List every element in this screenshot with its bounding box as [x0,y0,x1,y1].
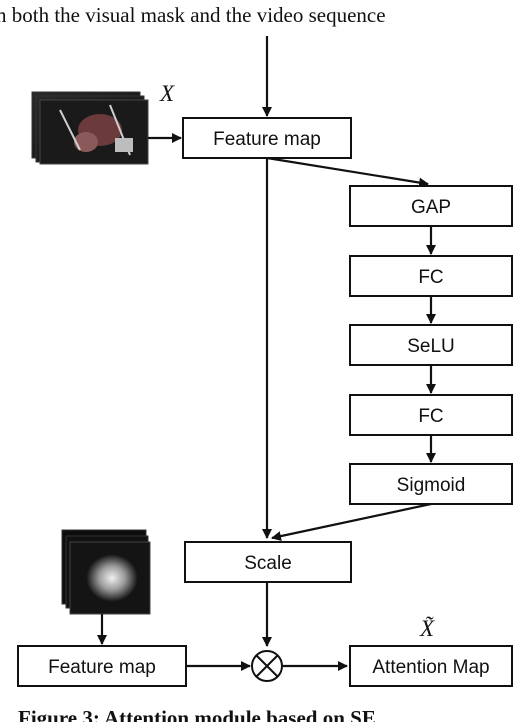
feature-map-top-node: Feature map [182,117,352,159]
sigmoid-label: Sigmoid [397,475,466,496]
attention-map-label: Attention Map [372,657,489,678]
top-text-line: n both the visual mask and the video seq… [0,3,386,27]
selu-node: SeLU [349,324,513,366]
visual-mask-thumbnail [61,529,151,615]
fc2-label: FC [418,406,443,427]
gap-label: GAP [411,197,451,218]
sigmoid-node: Sigmoid [349,463,513,505]
feature-map-top-label: Feature map [213,129,321,150]
input-symbol: X [159,81,175,106]
arrow-sigmoid-to-scale [271,502,432,542]
multiply-operator [251,650,283,682]
fc2-node: FC [349,394,513,436]
selu-label: SeLU [407,336,455,357]
feature-map-bottom-node: Feature map [17,645,187,687]
attention-map-node: Attention Map [349,645,513,687]
arrow-feature-map-to-gap [266,156,429,188]
scale-label: Scale [244,553,292,574]
output-symbol: X̃ [419,615,435,641]
fc1-node: FC [349,255,513,297]
video-frames-thumbnail [31,91,149,165]
fc1-label: FC [418,267,443,288]
gap-node: GAP [349,185,513,227]
feature-map-bottom-label: Feature map [48,657,156,678]
scale-node: Scale [184,541,352,583]
figure-caption: Figure 3: Attention module based on SE [18,706,376,722]
